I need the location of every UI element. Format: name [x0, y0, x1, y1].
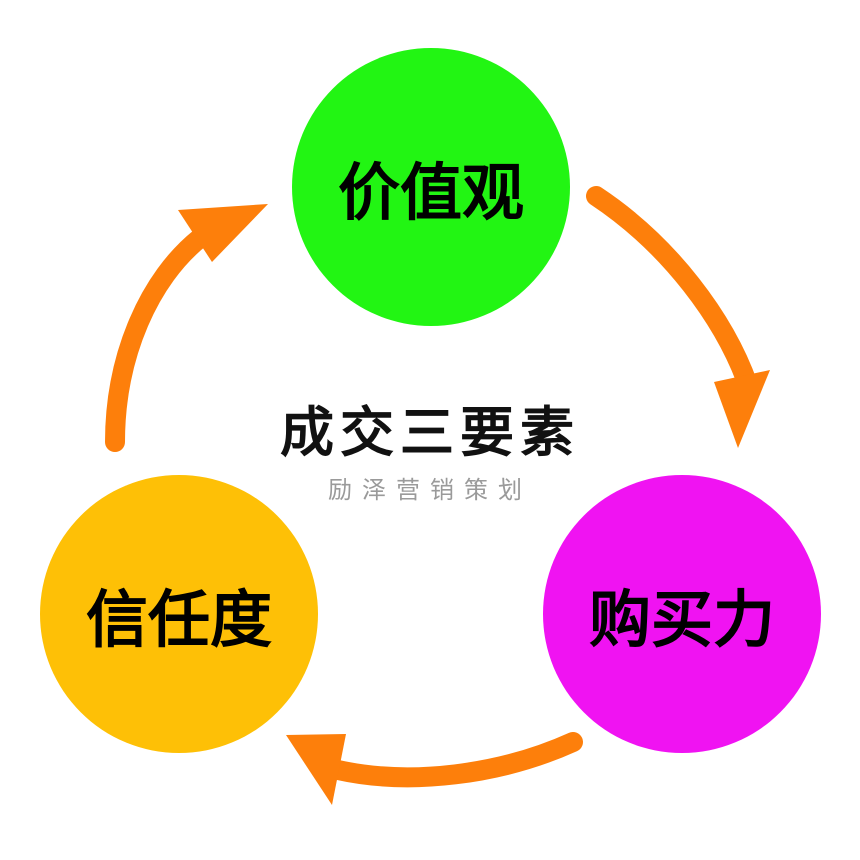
arrow-top-to-right-shaft — [586, 186, 758, 395]
node-trust-label: 信任度 — [85, 583, 272, 656]
node-purchasing-power: 购买力 — [543, 475, 821, 753]
diagram-title: 成交三要素 — [280, 401, 580, 464]
node-purchasing-power-label: 购买力 — [588, 583, 775, 656]
arrow-left-to-top-shaft — [105, 228, 210, 452]
diagram-subtitle: 励泽营销策划 — [328, 476, 532, 504]
arrow-top-to-right — [586, 186, 770, 448]
arrow-right-to-left-head — [286, 734, 346, 805]
arrow-right-to-left-shaft — [328, 732, 583, 788]
arrow-left-to-top — [105, 204, 268, 452]
node-trust: 信任度 — [40, 475, 318, 753]
arrow-left-to-top-head — [178, 204, 268, 262]
node-values-label: 价值观 — [337, 156, 524, 229]
node-values: 价值观 — [292, 48, 570, 326]
arrow-top-to-right-head — [714, 370, 770, 448]
arrow-right-to-left — [286, 732, 583, 805]
